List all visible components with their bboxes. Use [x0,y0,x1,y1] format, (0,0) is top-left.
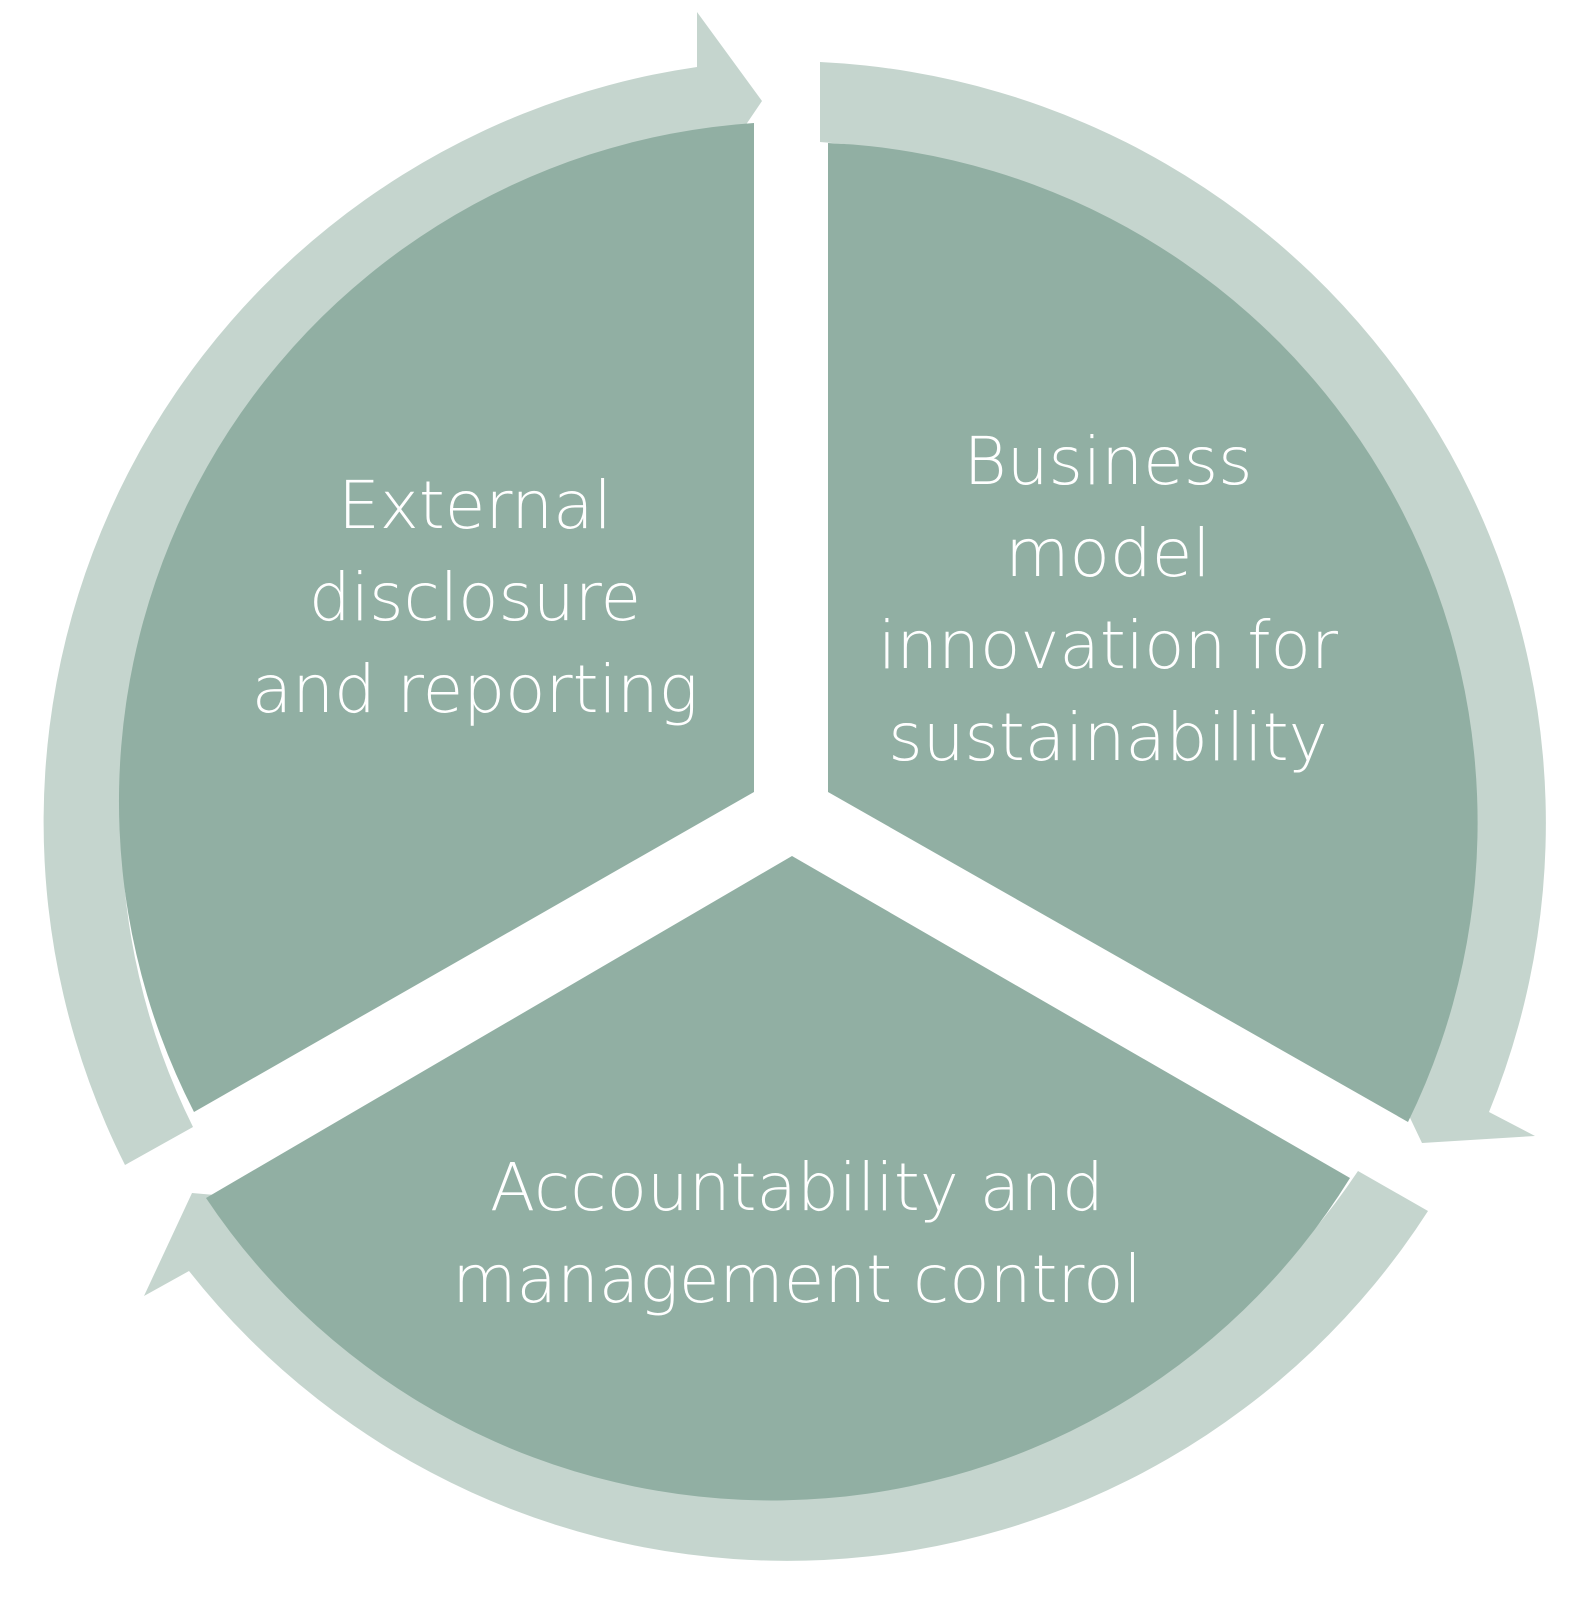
label-business-line: sustainability [888,699,1328,776]
label-business-line: model [1005,515,1211,592]
label-accountability-line: Accountability and [490,1149,1104,1226]
label-external-line: External [338,467,612,544]
arrow-to-external [144,1171,1428,1561]
arrow-to-accountability [820,62,1546,1143]
label-business-line: Business [963,423,1253,500]
label-business-line: innovation for [877,607,1339,684]
label-accountability: Accountability and management control [452,1142,1142,1326]
label-accountability-line: management control [452,1241,1142,1318]
segment-business [828,143,1478,1122]
arrow-to-business [43,12,763,1165]
label-external-line: disclosure [308,559,642,636]
label-business: Business model innovation for sustainabi… [878,416,1338,784]
label-external-line: and reporting [251,651,699,728]
segment-accountability [206,856,1350,1501]
segment-external [118,123,755,1112]
label-external: External disclosure and reporting [252,460,699,736]
